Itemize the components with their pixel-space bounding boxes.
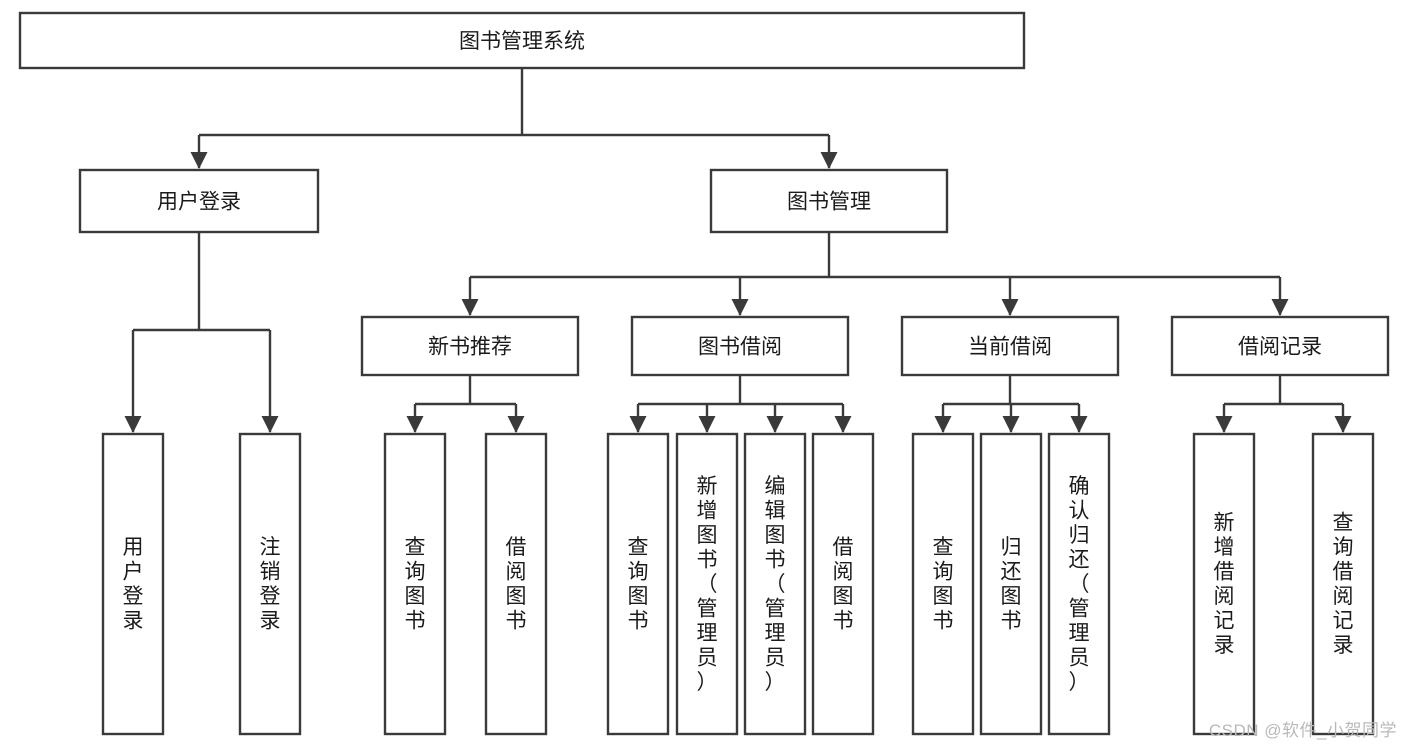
node-leaf-borrow-book-box bbox=[811, 432, 875, 736]
node-leaf-borrow-book-label: 借阅图书 bbox=[833, 536, 854, 633]
conn-current-borrow-arrow-2 bbox=[1070, 416, 1088, 433]
node-leaf-borrow-book[interactable]: 借阅图书 bbox=[811, 432, 875, 736]
conn-root-arrow-0 bbox=[190, 152, 208, 169]
node-leaf-logout[interactable]: 注销登录 bbox=[238, 432, 302, 736]
conn-user-login-arrow-1 bbox=[261, 416, 279, 433]
connectors-layer bbox=[124, 68, 1352, 433]
node-leaf-edit-book-box bbox=[743, 432, 807, 736]
node-user-login[interactable]: 用户登录 bbox=[78, 168, 320, 234]
node-book-borrow-box bbox=[630, 315, 850, 377]
node-leaf-query-book-current-label: 查询图书 bbox=[933, 536, 954, 633]
node-book-manage-box bbox=[709, 168, 949, 234]
node-new-book-recommend-box bbox=[360, 315, 580, 377]
node-leaf-edit-book[interactable]: 编辑图书（管理员） bbox=[743, 432, 807, 736]
conn-book-manage-arrow-0 bbox=[461, 299, 479, 316]
node-leaf-add-book-label: 新增图书（管理员） bbox=[697, 475, 718, 694]
node-book-borrow[interactable]: 图书借阅 bbox=[630, 315, 850, 377]
node-leaf-user-login-box bbox=[101, 432, 165, 736]
node-borrow-record[interactable]: 借阅记录 bbox=[1170, 315, 1390, 377]
conn-book-manage-arrow-2 bbox=[1001, 299, 1019, 316]
node-root-box bbox=[18, 11, 1026, 70]
node-root[interactable]: 图书管理系统 bbox=[18, 11, 1026, 70]
conn-borrow-record-arrow-0 bbox=[1215, 416, 1233, 433]
node-leaf-add-book-box bbox=[675, 432, 739, 736]
node-new-book-recommend-label: 新书推荐 bbox=[428, 336, 512, 359]
node-leaf-query-book-current[interactable]: 查询图书 bbox=[911, 432, 975, 736]
conn-book-borrow-arrow-1 bbox=[698, 416, 716, 433]
node-leaf-confirm-return-label: 确认归还（管理员） bbox=[1069, 475, 1090, 694]
nodes-layer: 图书管理系统用户登录图书管理新书推荐图书借阅当前借阅借阅记录用户登录注销登录查询… bbox=[18, 11, 1390, 736]
node-leaf-logout-box bbox=[238, 432, 302, 736]
node-leaf-query-borrow-record[interactable]: 查询借阅记录 bbox=[1311, 432, 1375, 736]
conn-book-manage-arrow-3 bbox=[1271, 299, 1289, 316]
node-book-manage[interactable]: 图书管理 bbox=[709, 168, 949, 234]
node-leaf-query-borrow-record-label: 查询借阅记录 bbox=[1333, 512, 1354, 658]
conn-book-borrow-arrow-0 bbox=[629, 416, 647, 433]
node-user-login-box bbox=[78, 168, 320, 234]
node-leaf-add-borrow-record[interactable]: 新增借阅记录 bbox=[1192, 432, 1256, 736]
node-leaf-borrow-book-recommend-box bbox=[484, 432, 548, 736]
node-user-login-label: 用户登录 bbox=[157, 191, 241, 214]
node-book-borrow-label: 图书借阅 bbox=[698, 336, 782, 359]
conn-current-borrow-arrow-0 bbox=[934, 416, 952, 433]
node-leaf-query-book-borrow[interactable]: 查询图书 bbox=[606, 432, 670, 736]
node-current-borrow[interactable]: 当前借阅 bbox=[900, 315, 1120, 377]
node-new-book-recommend[interactable]: 新书推荐 bbox=[360, 315, 580, 377]
conn-borrow-record-arrow-1 bbox=[1334, 416, 1352, 433]
conn-book-borrow-arrow-2 bbox=[766, 416, 784, 433]
node-leaf-confirm-return-box bbox=[1047, 432, 1111, 736]
node-leaf-return-book[interactable]: 归还图书 bbox=[979, 432, 1043, 736]
conn-new-book-recommend-arrow-0 bbox=[406, 416, 424, 433]
node-leaf-add-book[interactable]: 新增图书（管理员） bbox=[675, 432, 739, 736]
node-root-label: 图书管理系统 bbox=[459, 30, 585, 53]
node-leaf-query-book-recommend-box bbox=[383, 432, 447, 736]
conn-current-borrow-arrow-1 bbox=[1002, 416, 1020, 433]
node-leaf-query-book-recommend[interactable]: 查询图书 bbox=[383, 432, 447, 736]
node-leaf-borrow-book-recommend-label: 借阅图书 bbox=[506, 536, 527, 633]
node-leaf-confirm-return[interactable]: 确认归还（管理员） bbox=[1047, 432, 1111, 736]
node-leaf-return-book-box bbox=[979, 432, 1043, 736]
node-leaf-add-borrow-record-label: 新增借阅记录 bbox=[1214, 512, 1235, 658]
node-leaf-user-login[interactable]: 用户登录 bbox=[101, 432, 165, 736]
node-leaf-add-borrow-record-box bbox=[1192, 432, 1256, 736]
node-leaf-logout-label: 注销登录 bbox=[260, 536, 281, 633]
node-current-borrow-label: 当前借阅 bbox=[968, 336, 1052, 359]
node-borrow-record-box bbox=[1170, 315, 1390, 377]
watermark-text: CSDN @软件_小贺同学 bbox=[1208, 721, 1397, 740]
node-leaf-borrow-book-recommend[interactable]: 借阅图书 bbox=[484, 432, 548, 736]
node-leaf-query-book-borrow-label: 查询图书 bbox=[628, 536, 649, 633]
node-borrow-record-label: 借阅记录 bbox=[1238, 336, 1322, 359]
node-leaf-query-book-current-box bbox=[911, 432, 975, 736]
conn-new-book-recommend-arrow-1 bbox=[507, 416, 525, 433]
conn-user-login-arrow-0 bbox=[124, 416, 142, 433]
conn-root-arrow-1 bbox=[820, 152, 838, 169]
node-leaf-return-book-label: 归还图书 bbox=[1001, 536, 1022, 633]
node-book-manage-label: 图书管理 bbox=[787, 191, 871, 214]
conn-book-manage-arrow-1 bbox=[731, 299, 749, 316]
node-leaf-query-book-recommend-label: 查询图书 bbox=[405, 536, 426, 633]
node-leaf-edit-book-label: 编辑图书（管理员） bbox=[765, 475, 786, 694]
node-current-borrow-box bbox=[900, 315, 1120, 377]
node-leaf-user-login-label: 用户登录 bbox=[123, 536, 144, 633]
node-leaf-query-book-borrow-box bbox=[606, 432, 670, 736]
node-leaf-query-borrow-record-box bbox=[1311, 432, 1375, 736]
conn-book-borrow-arrow-3 bbox=[834, 416, 852, 433]
